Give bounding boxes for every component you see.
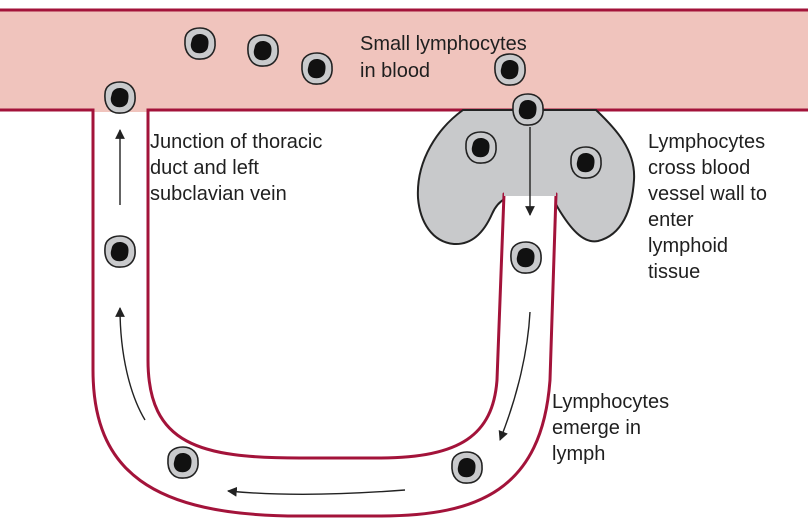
label-junction: Junction of thoracic duct and left subcl… [150,131,328,205]
lymphocyte-in-lymph [105,236,135,267]
lymphocyte-at-junction [105,82,135,113]
lymphocyte-in-lymph [452,452,482,483]
label-cross-vessel-wall: Lymphocytes cross blood vessel wall to e… [648,131,773,283]
lymphocyte-in-blood [185,28,215,59]
label-emerge-in-lymph: Lymphocytes emerge in lymph [552,391,675,465]
lymphocyte-crossing-wall [513,94,543,125]
lymphocyte-in-blood [495,54,525,85]
lymphocyte-in-tissue [571,147,601,178]
lymphocyte-in-lymph [168,447,198,478]
lymphocyte-in-tissue [466,132,496,163]
lymphocyte-in-lymph [511,242,541,273]
lymphocyte-in-blood [302,53,332,84]
lymphocyte-in-blood [248,35,278,66]
